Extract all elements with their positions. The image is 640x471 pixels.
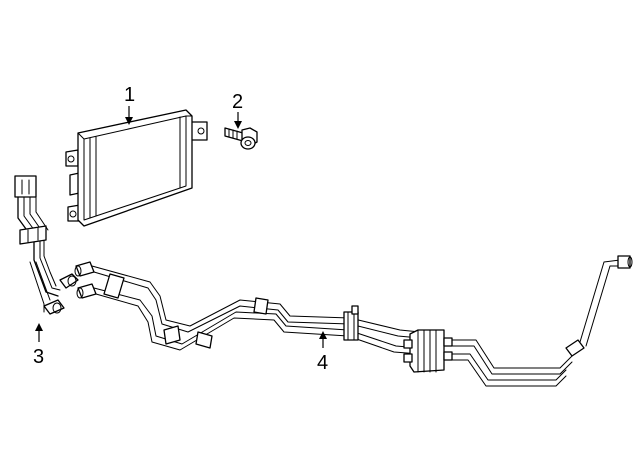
callout-label-4: 4 (317, 352, 328, 374)
callout-4: 4 (317, 331, 328, 374)
oil-cooler (65, 109, 208, 227)
line-bracket-lower (19, 225, 47, 245)
line-bracket-upper (14, 175, 37, 198)
line-fitting-lower-left (77, 283, 97, 299)
callout-label-3: 3 (33, 346, 44, 368)
inline-cooler-block (409, 329, 445, 373)
callout-label-1: 1 (124, 84, 135, 106)
cooler-line-fitting-upper (59, 273, 79, 289)
cooler-line-a (17, 196, 59, 297)
bolt-shank (224, 127, 244, 142)
line-fitting-right-end (617, 255, 631, 269)
callout-3: 3 (33, 323, 44, 368)
line-fitting-right (565, 339, 585, 357)
line-clamp-center (343, 311, 359, 341)
cooler-body (77, 109, 193, 227)
transmission-lines (74, 255, 633, 387)
callout-2: 2 (232, 91, 243, 129)
line-bracket-small (195, 331, 213, 349)
line-clip-mid (253, 297, 269, 315)
callout-label-2: 2 (232, 91, 243, 113)
bolt (224, 127, 258, 150)
line-clamp-lower (163, 325, 181, 345)
line-clip-left (103, 273, 125, 299)
callout-1: 1 (124, 84, 135, 125)
bolt-flange (240, 136, 256, 150)
line-fitting-upper-left (75, 261, 95, 277)
cooler-lines (14, 175, 79, 315)
